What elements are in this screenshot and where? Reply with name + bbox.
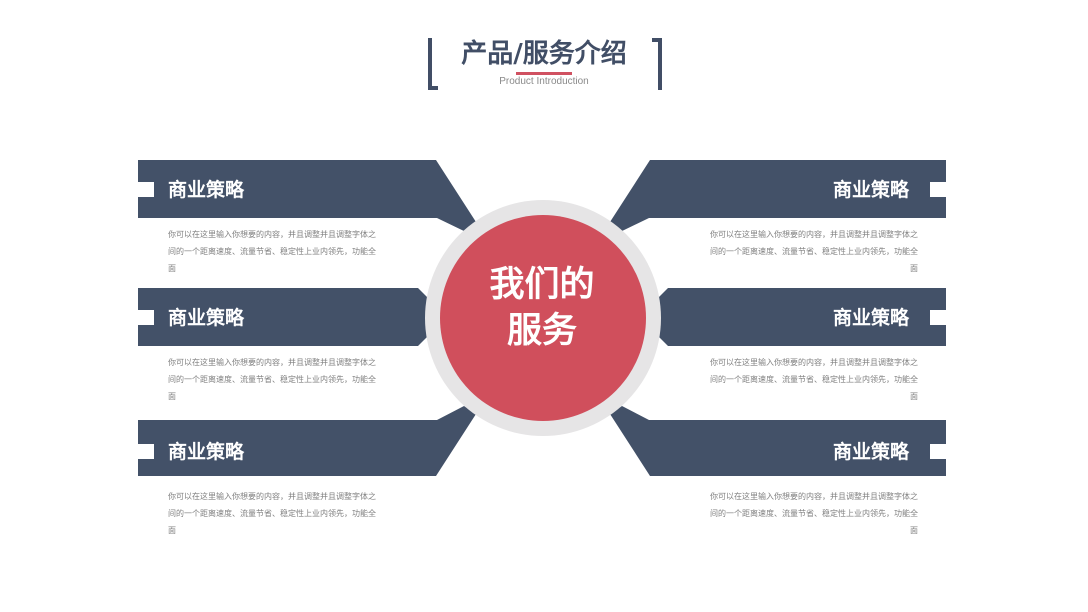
page-title: 产品/服务介绍 (461, 39, 627, 69)
item-desc-left-top: 你可以在这里输入你想要的内容，并且调整并且调整字体之间的一个距离速度、流量节省、… (168, 230, 376, 273)
item-desc-right-middle: 你可以在这里输入你想要的内容，并且调整并且调整字体之间的一个距离速度、流量节省、… (710, 358, 918, 401)
banner-left-middle (138, 288, 428, 346)
marker-left-bottom (138, 444, 154, 459)
left-bracket-decoration (428, 38, 438, 90)
marker-right-middle (930, 310, 946, 325)
center-label-line1: 我们的 (489, 265, 595, 305)
marker-left-middle (138, 310, 154, 325)
banner-right-middle (658, 288, 946, 346)
marker-right-bottom (930, 444, 946, 459)
item-title-right-middle: 商业策略 (833, 307, 910, 329)
item-title-right-bottom: 商业策略 (833, 441, 910, 463)
item-title-left-bottom: 商业策略 (168, 441, 245, 463)
item-title-right-top: 商业策略 (833, 179, 910, 201)
center-circle (440, 215, 646, 421)
page-subtitle: Product Introduction (499, 76, 589, 87)
item-desc-left-bottom: 你可以在这里输入你想要的内容，并且调整并且调整字体之间的一个距离速度、流量节省、… (168, 492, 376, 535)
item-desc-right-bottom: 你可以在这里输入你想要的内容，并且调整并且调整字体之间的一个距离速度、流量节省、… (710, 492, 918, 535)
banner-right-top (610, 160, 946, 232)
banner-left-bottom (138, 406, 476, 476)
item-title-left-top: 商业策略 (168, 179, 245, 201)
banner-right-bottom (610, 406, 946, 476)
center-label-line2: 服务 (506, 311, 577, 351)
item-desc-left-middle: 你可以在这里输入你想要的内容，并且调整并且调整字体之间的一个距离速度、流量节省、… (168, 358, 376, 401)
item-title-left-middle: 商业策略 (168, 307, 245, 329)
banner-left-top (138, 160, 476, 232)
marker-left-top (138, 182, 154, 197)
title-underline-accent (516, 72, 572, 75)
right-bracket-decoration (652, 38, 662, 90)
item-desc-right-top: 你可以在这里输入你想要的内容，并且调整并且调整字体之间的一个距离速度、流量节省、… (710, 230, 918, 273)
center-label: 我们的 服务 (449, 262, 635, 354)
marker-right-top (930, 182, 946, 197)
